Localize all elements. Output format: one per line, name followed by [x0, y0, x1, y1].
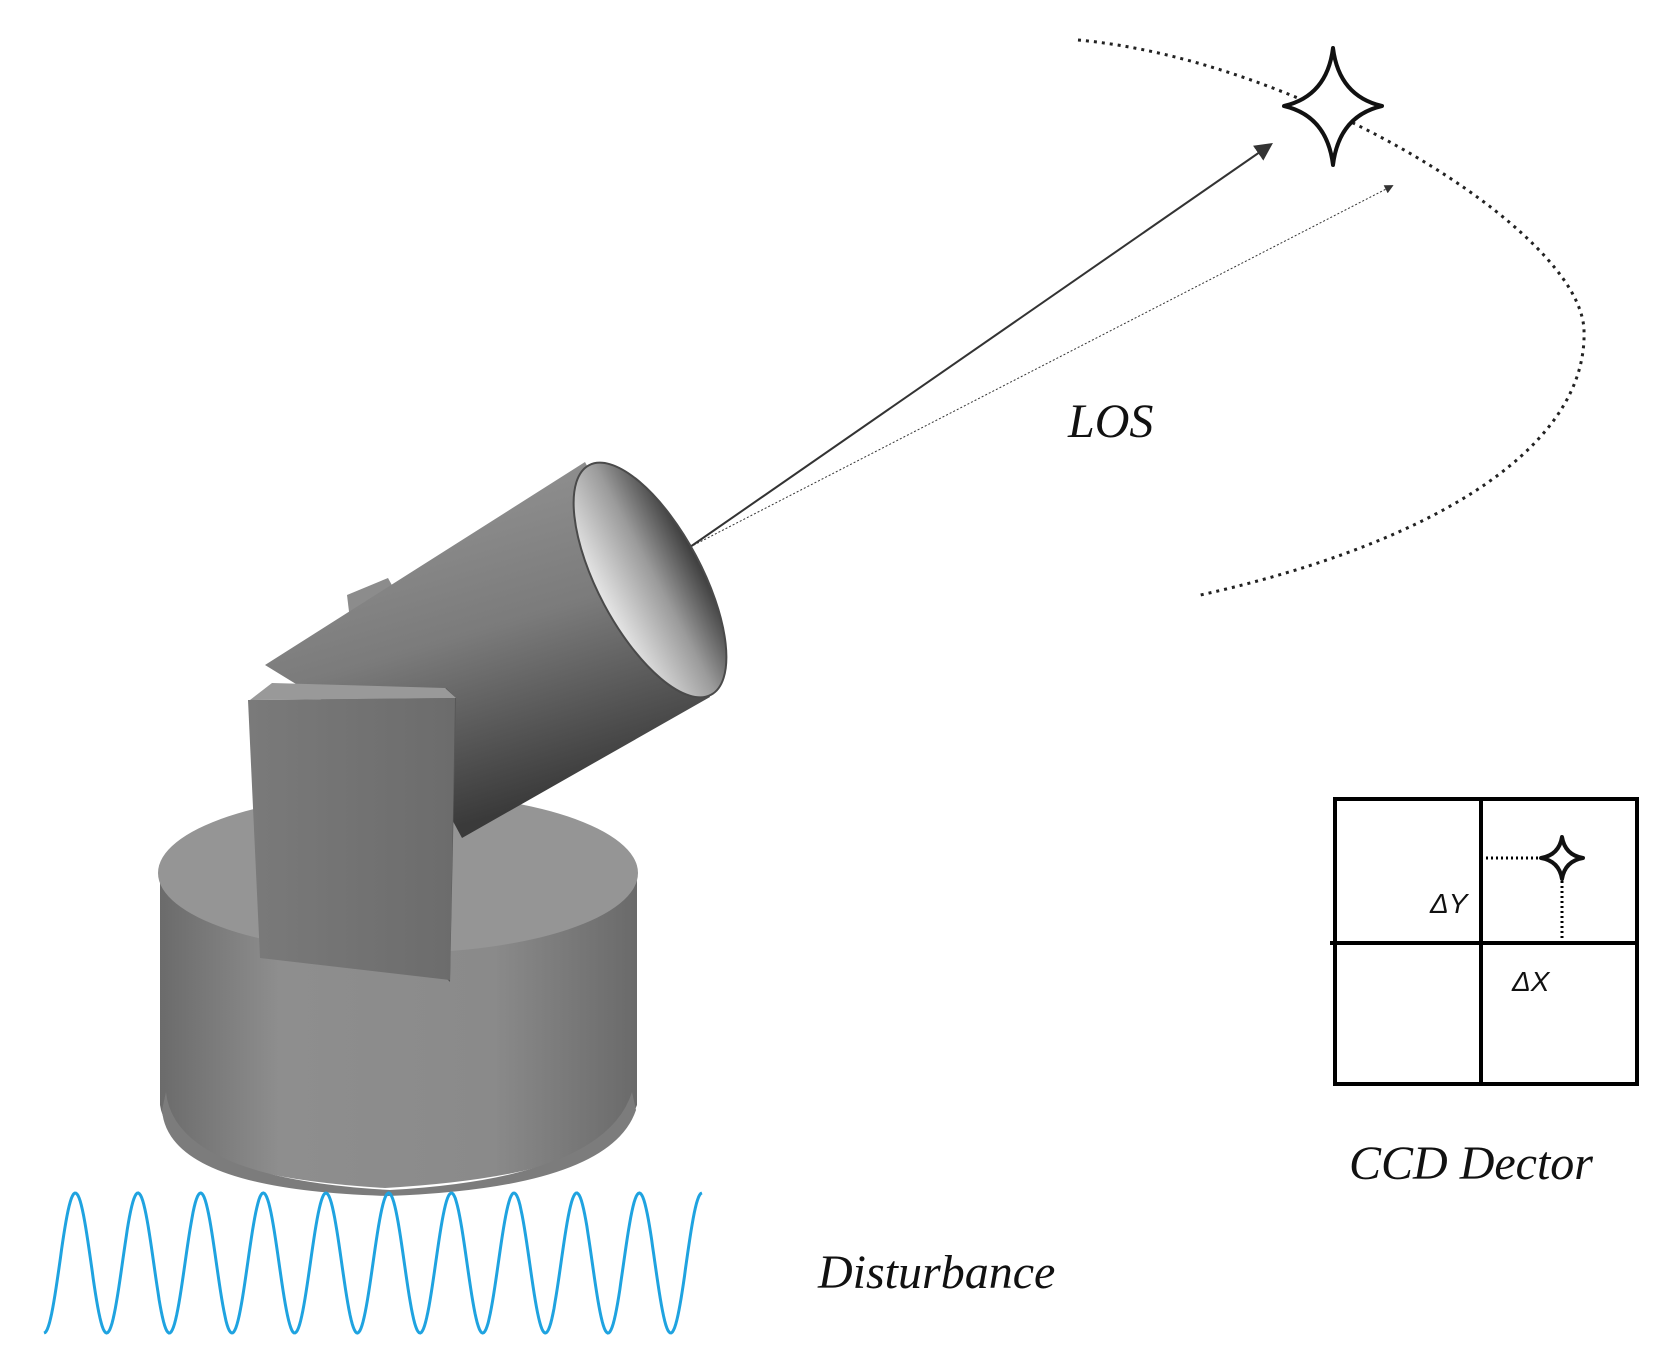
telescope-mount-top [250, 683, 456, 700]
los-arrow-ideal [689, 185, 1394, 548]
telescope [158, 461, 728, 1196]
orbit-arc [1077, 38, 1586, 598]
disturbance-label: Disturbance [818, 1246, 1056, 1299]
delta-y-label: ΔY [1430, 888, 1468, 919]
los-label: LOS [1068, 395, 1154, 448]
ccd-detector-label: CCD Dector [1349, 1137, 1593, 1190]
telescope-mount-front [248, 698, 455, 980]
delta-x-label: ΔX [1512, 966, 1550, 997]
disturbance-wave [43, 1191, 703, 1335]
four-point-star-icon [1539, 835, 1585, 881]
four-point-star-icon [1282, 46, 1384, 167]
ccd-detector-grid [1330, 797, 1639, 1086]
los-arrow-actual [689, 142, 1273, 548]
telescope-aperture [572, 461, 728, 699]
